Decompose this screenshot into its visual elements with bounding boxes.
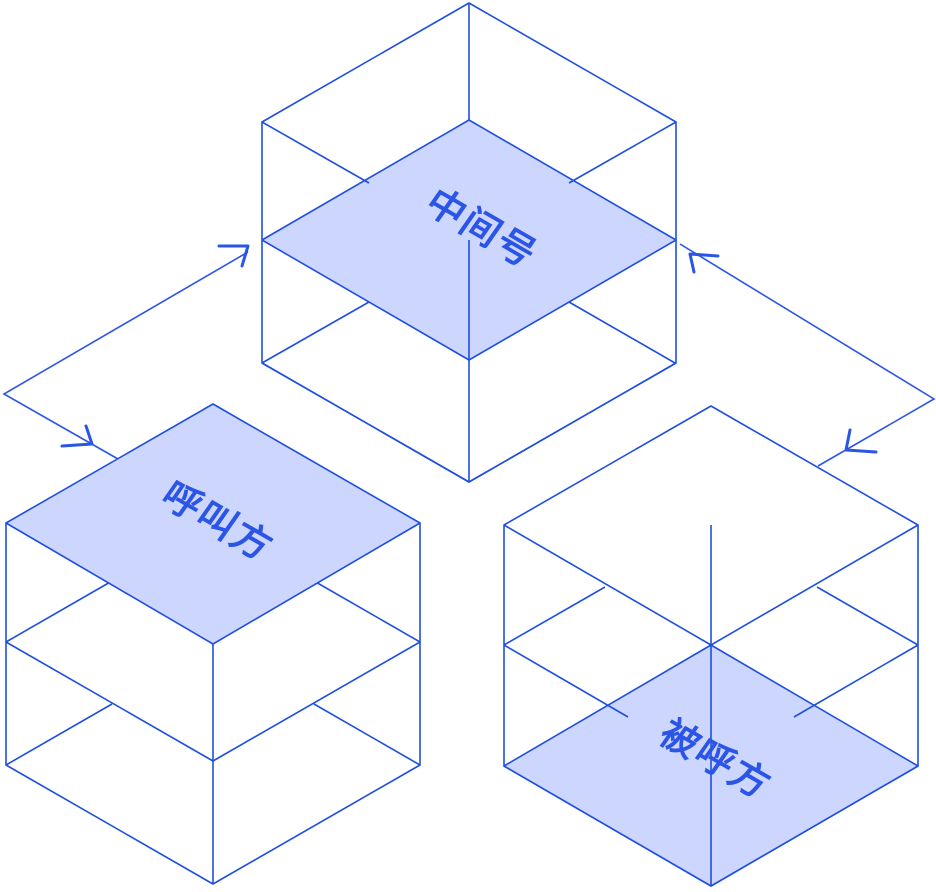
arrowhead-to-callee-icon <box>844 428 878 454</box>
middle-number-cube: 中间号 <box>261 2 677 483</box>
arrowhead-to-middle-right-icon <box>688 252 720 274</box>
arrowhead-to-caller-icon <box>60 424 94 448</box>
callee-cube: 被呼方 <box>503 405 919 887</box>
caller-top-plane-highlight <box>5 403 421 645</box>
arrow-caller-middle <box>2 244 250 460</box>
caller-cube: 呼叫方 <box>5 403 421 885</box>
arrowhead-to-middle-icon <box>217 244 250 268</box>
arrow-middle-callee <box>679 243 936 467</box>
